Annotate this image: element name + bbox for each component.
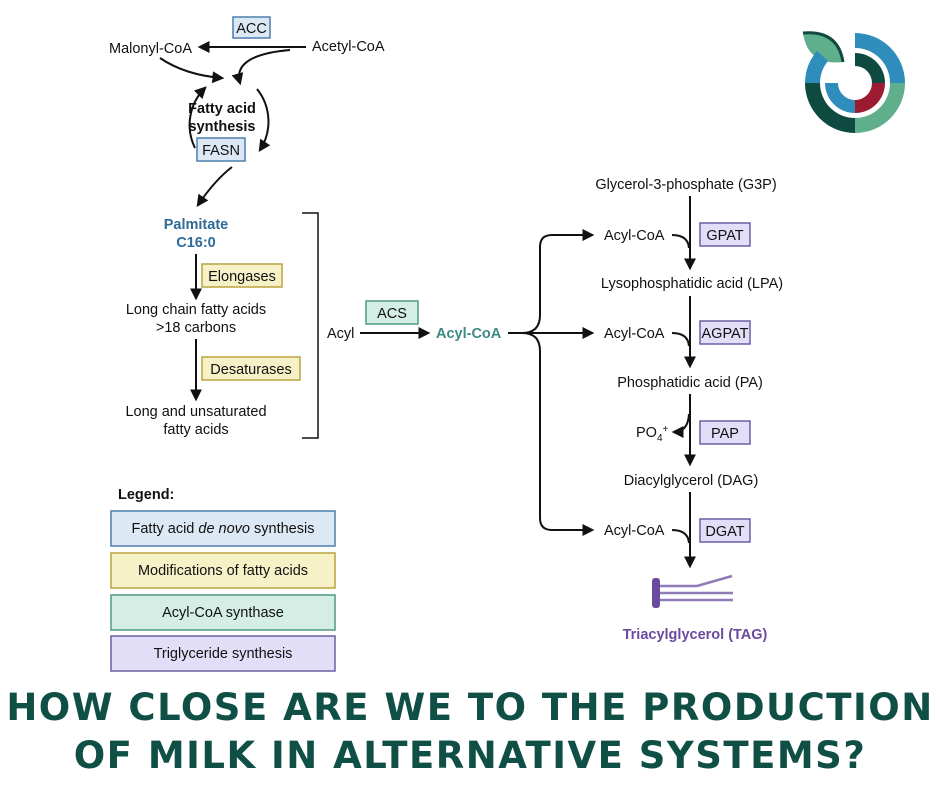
fasn-label: FASN: [202, 143, 240, 159]
acyl-coa-2-join: [671, 332, 690, 347]
cycle-arc-right: [256, 88, 271, 153]
legend-denovo-box: [110, 510, 336, 547]
dgat-box: [699, 518, 751, 543]
legend-denovo-label: Fatty acid de novo synthesis: [132, 521, 315, 537]
legend-acs-label: Acyl-CoA synthase: [162, 605, 284, 621]
acc-label: ACC: [236, 21, 267, 37]
desaturases-label: Desaturases: [210, 362, 291, 378]
acetyl-coa-label: Acetyl-CoA: [312, 39, 385, 55]
elongases-label: Elongases: [208, 269, 276, 285]
lpa-label: Lysophosphatidic acid (LPA): [601, 276, 783, 292]
fasn-box: [196, 137, 246, 162]
tag-label: Triacylglycerol (TAG): [623, 627, 768, 643]
malonyl-coa-label: Malonyl-CoA: [109, 41, 192, 57]
po4-label: PO4+: [636, 424, 669, 444]
legend-modif-label: Modifications of fatty acids: [138, 563, 308, 579]
brand-logo-icon: [802, 31, 905, 133]
pap-box: [699, 420, 751, 445]
cycle-arc-left: [188, 86, 207, 149]
headline-line2: OF MILK IN ALTERNATIVE SYSTEMS?: [73, 734, 867, 777]
branch-top: [521, 229, 595, 334]
desaturases-box: [201, 356, 301, 381]
pap-label: PAP: [711, 426, 739, 442]
lcfa-line1: Long chain fatty acids: [126, 302, 266, 318]
acetyl-to-cycle-arrow: [231, 49, 291, 86]
gpat-box: [699, 222, 751, 247]
legend-modif-box: [110, 552, 336, 589]
acc-box: [232, 16, 271, 39]
agpat-label: AGPAT: [702, 326, 749, 342]
acs-label: ACS: [377, 306, 407, 322]
fas-title-line1: Fatty acid: [188, 101, 256, 117]
lcfa-line2: >18 carbons: [156, 320, 236, 336]
elongases-box: [201, 263, 283, 288]
g3p-label: Glycerol-3-phosphate (G3P): [595, 177, 776, 193]
pathway-diagram: ACC Malonyl-CoA Acetyl-CoA Fatty acid sy…: [109, 16, 905, 672]
headline-line1: HOW CLOSE ARE WE TO THE PRODUCTION: [6, 686, 934, 729]
dag-label: Diacylglycerol (DAG): [624, 473, 759, 489]
legend-title: Legend:: [118, 487, 174, 503]
palmitate-c16-label: C16:0: [176, 235, 216, 251]
legend-acs-box: [110, 594, 336, 631]
acyl-coa-3-join: [671, 529, 690, 544]
tag-molecule-icon: [652, 574, 733, 608]
agpat-box: [699, 320, 751, 345]
acyl-coa-center-label: Acyl-CoA: [436, 326, 502, 342]
acyl-coa-3-label: Acyl-CoA: [604, 523, 665, 539]
legend-trig-box: [110, 635, 336, 672]
acyl-label: Acyl: [327, 326, 354, 342]
acyl-coa-1-join: [671, 234, 690, 249]
acs-box: [365, 300, 419, 325]
malonyl-to-cycle-arrow: [159, 57, 225, 84]
acyl-coa-1-label: Acyl-CoA: [604, 228, 665, 244]
pa-label: Phosphatidic acid (PA): [617, 375, 763, 391]
legend-trig-label: Triglyceride synthesis: [154, 646, 293, 662]
gpat-label: GPAT: [706, 228, 743, 244]
acyl-coa-2-label: Acyl-CoA: [604, 326, 665, 342]
palmitate-label: Palmitate: [164, 217, 228, 233]
po4-release-arrow: [671, 413, 690, 438]
lufa-line2: fatty acids: [163, 422, 228, 438]
cycle-to-palmitate-arrow: [196, 166, 233, 207]
lufa-line1: Long and unsaturated: [125, 404, 266, 420]
fas-title-line2: synthesis: [189, 119, 256, 135]
group-bracket: [302, 212, 319, 439]
dgat-label: DGAT: [705, 524, 744, 540]
branch-bottom: [521, 332, 595, 536]
